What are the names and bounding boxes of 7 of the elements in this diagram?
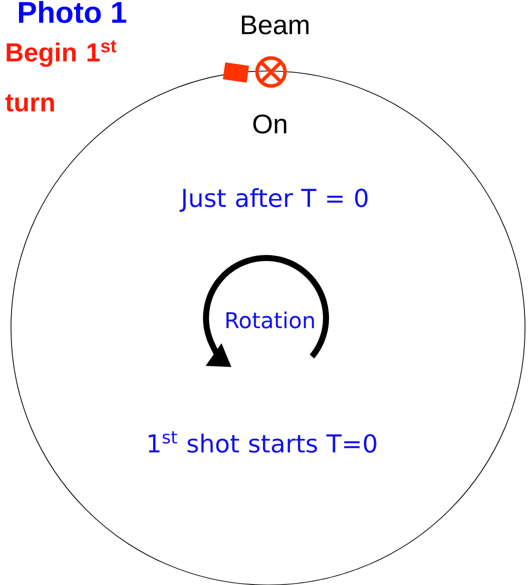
photo-title: Photo 1 [19, 0, 126, 24]
node-label: Rotation [226, 312, 314, 328]
beam-label: Beam [242, 16, 308, 34]
on-label: On [253, 114, 286, 134]
turn-label: Begin 1$^{st}$ turn [5, 40, 116, 112]
node-label: 1$^{st}$ shot starts T=0 [148, 431, 376, 453]
node-label: Just after T = 0 [180, 188, 368, 212]
